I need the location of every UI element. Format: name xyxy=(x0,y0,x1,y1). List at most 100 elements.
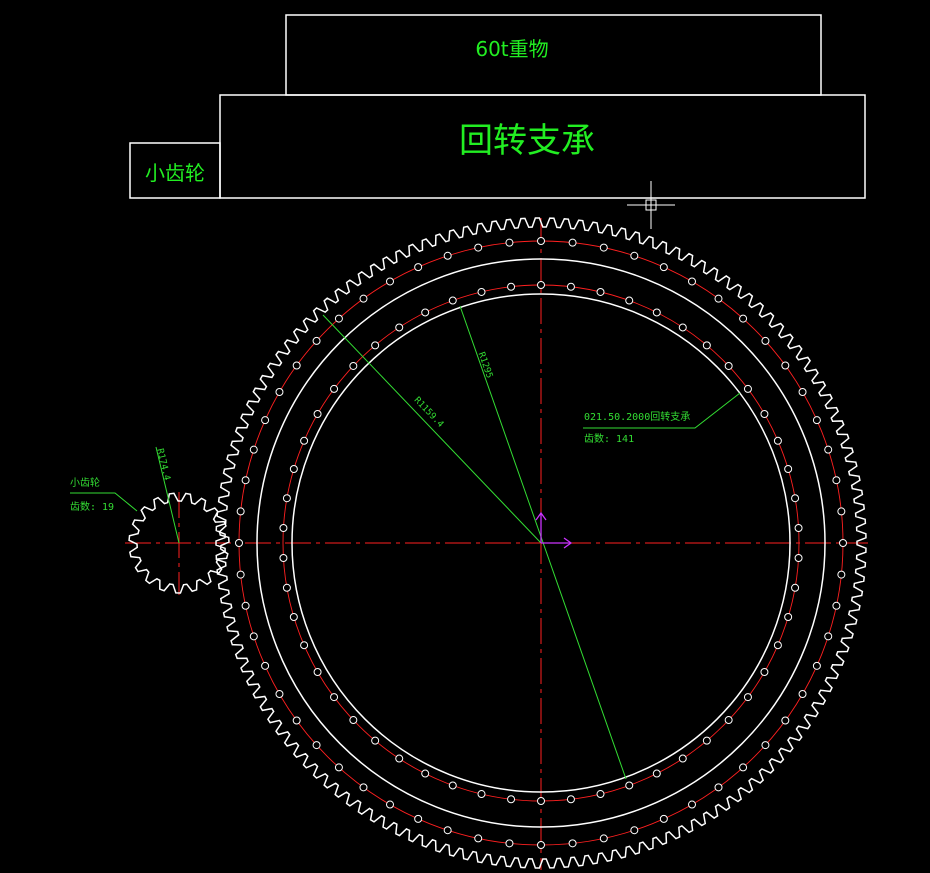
bolt-holes xyxy=(235,237,847,849)
inner-bolt-hole xyxy=(743,693,752,702)
outer-bolt-hole xyxy=(334,763,343,772)
outer-bolt-hole xyxy=(537,237,545,245)
outer-bolt-hole xyxy=(505,839,514,848)
inner-bolt-hole xyxy=(760,410,769,418)
inner-bolt-hole xyxy=(702,736,711,745)
outer-bolt-hole xyxy=(761,741,770,750)
inner-bolt-hole xyxy=(760,668,769,676)
bearing-label: 回转支承 xyxy=(459,121,595,161)
outer-bolt-hole xyxy=(275,690,284,698)
outer-bolt-hole xyxy=(837,570,846,579)
inner-bolt-hole xyxy=(507,282,516,291)
inner-bolt-hole xyxy=(702,341,711,350)
inner-bolt-hole xyxy=(477,790,486,799)
outer-bolt-hole xyxy=(241,601,250,610)
outer-bolt-hole xyxy=(275,388,284,396)
inner-bolt-hole xyxy=(371,341,380,350)
inner-bolt-hole xyxy=(349,716,358,725)
inner-bolt-hole xyxy=(784,613,793,621)
outer-bolt-hole xyxy=(630,251,639,260)
pinion-name-text: 小齿轮 xyxy=(70,476,100,489)
outer-bolt-hole xyxy=(414,263,423,272)
outer-bolt-hole xyxy=(714,783,723,792)
outer-bolt-hole xyxy=(568,839,577,848)
outer-bolt-hole xyxy=(761,336,770,345)
outer-bolt-hole xyxy=(235,539,243,547)
inner-bolt-hole xyxy=(395,754,404,763)
inner-bolt-hole xyxy=(371,736,380,745)
outer-bolt-hole xyxy=(781,716,790,725)
inner-bolt-hole xyxy=(330,384,339,393)
inner-bolt-hole xyxy=(678,754,687,763)
outer-bolt-hole xyxy=(781,361,790,370)
outer-bolt-hole xyxy=(386,277,394,286)
inner-bolt-hole xyxy=(596,287,605,296)
ring-outer-edge xyxy=(256,258,826,828)
outer-bolt-hole xyxy=(812,661,821,670)
outer-bolt-hole xyxy=(630,826,639,835)
inner-bolt-hole xyxy=(282,494,291,503)
pinion-radius-text: R174.4 xyxy=(154,448,171,482)
outer-bolt-hole xyxy=(824,445,833,454)
bearing-model-text: 021.50.2000回转支承 xyxy=(584,410,690,423)
inner-bolt-hole xyxy=(477,287,486,296)
outer-bolt-hole xyxy=(249,445,258,454)
outer-bolt-hole xyxy=(334,314,343,323)
outer-radius-leader xyxy=(322,314,542,544)
inner-bolt-hole xyxy=(791,583,800,592)
inner-bolt-hole xyxy=(625,296,634,305)
inner-bolt-hole xyxy=(507,795,516,804)
inner-bolt-hole xyxy=(773,436,782,445)
pinion-box xyxy=(129,142,221,199)
pinion-teeth xyxy=(128,492,230,594)
outer-bolt-hole xyxy=(414,814,423,823)
pinion-note: 小齿轮 齿数: 19 xyxy=(70,476,138,513)
inner-bolt-hole xyxy=(421,308,430,317)
inner-bolt-hole xyxy=(279,524,288,532)
load-box xyxy=(285,14,822,96)
inner-bolt-hole xyxy=(784,465,793,473)
outer-bolt-hole xyxy=(292,361,301,370)
pinion-teeth-text: 齿数: 19 xyxy=(70,500,114,513)
inner-radius-text: R1295 xyxy=(476,351,494,380)
outer-bolt-hole xyxy=(599,834,608,843)
inner-bolt-hole xyxy=(743,384,752,393)
outer-bolt-hole xyxy=(688,800,696,809)
outer-bolt-hole xyxy=(688,277,696,286)
bearing-teeth-text: 齿数: 141 xyxy=(584,432,634,445)
inner-bolt-hole xyxy=(349,361,358,370)
outer-bolt-hole xyxy=(659,814,668,823)
outer-bolt-hole xyxy=(443,251,452,260)
inner-bolt-hole xyxy=(279,554,288,562)
outer-bolt-hole xyxy=(474,834,483,843)
outer-bolt-hole xyxy=(798,690,807,698)
inner-bolt-hole xyxy=(313,410,322,418)
outer-bolt-hole xyxy=(359,294,368,303)
crosshair-cursor-icon xyxy=(627,181,675,229)
inner-bolt-hole xyxy=(652,769,661,778)
outer-bolt-hole xyxy=(739,763,748,772)
inner-bolt-hole xyxy=(566,282,575,291)
outer-bolt-hole xyxy=(261,661,270,670)
outer-bolt-hole xyxy=(443,826,452,835)
inner-bolt-hole xyxy=(448,781,457,790)
inner-bolt-hole xyxy=(625,781,634,790)
inner-bolt-hole xyxy=(652,308,661,317)
inner-bolt-hole xyxy=(330,693,339,702)
outer-bolt-hole xyxy=(236,570,245,579)
inner-bolt-hole xyxy=(395,323,404,332)
outer-bolt-hole xyxy=(292,716,301,725)
outer-bolt-hole xyxy=(599,243,608,252)
ring-gear-teeth xyxy=(215,217,867,869)
outer-bolt-hole xyxy=(832,601,841,610)
outer-bolt-hole xyxy=(659,263,668,272)
side-view: 60t重物 回转支承 小齿轮 xyxy=(129,14,866,199)
outer-bolt-hole xyxy=(824,632,833,641)
outer-bolt-hole xyxy=(714,294,723,303)
outer-bolt-hole xyxy=(537,841,545,849)
outer-bolt-hole xyxy=(261,416,270,425)
outer-bolt-hole xyxy=(505,238,514,247)
outer-bolt-hole xyxy=(249,632,258,641)
outer-bolt-hole xyxy=(839,539,847,547)
